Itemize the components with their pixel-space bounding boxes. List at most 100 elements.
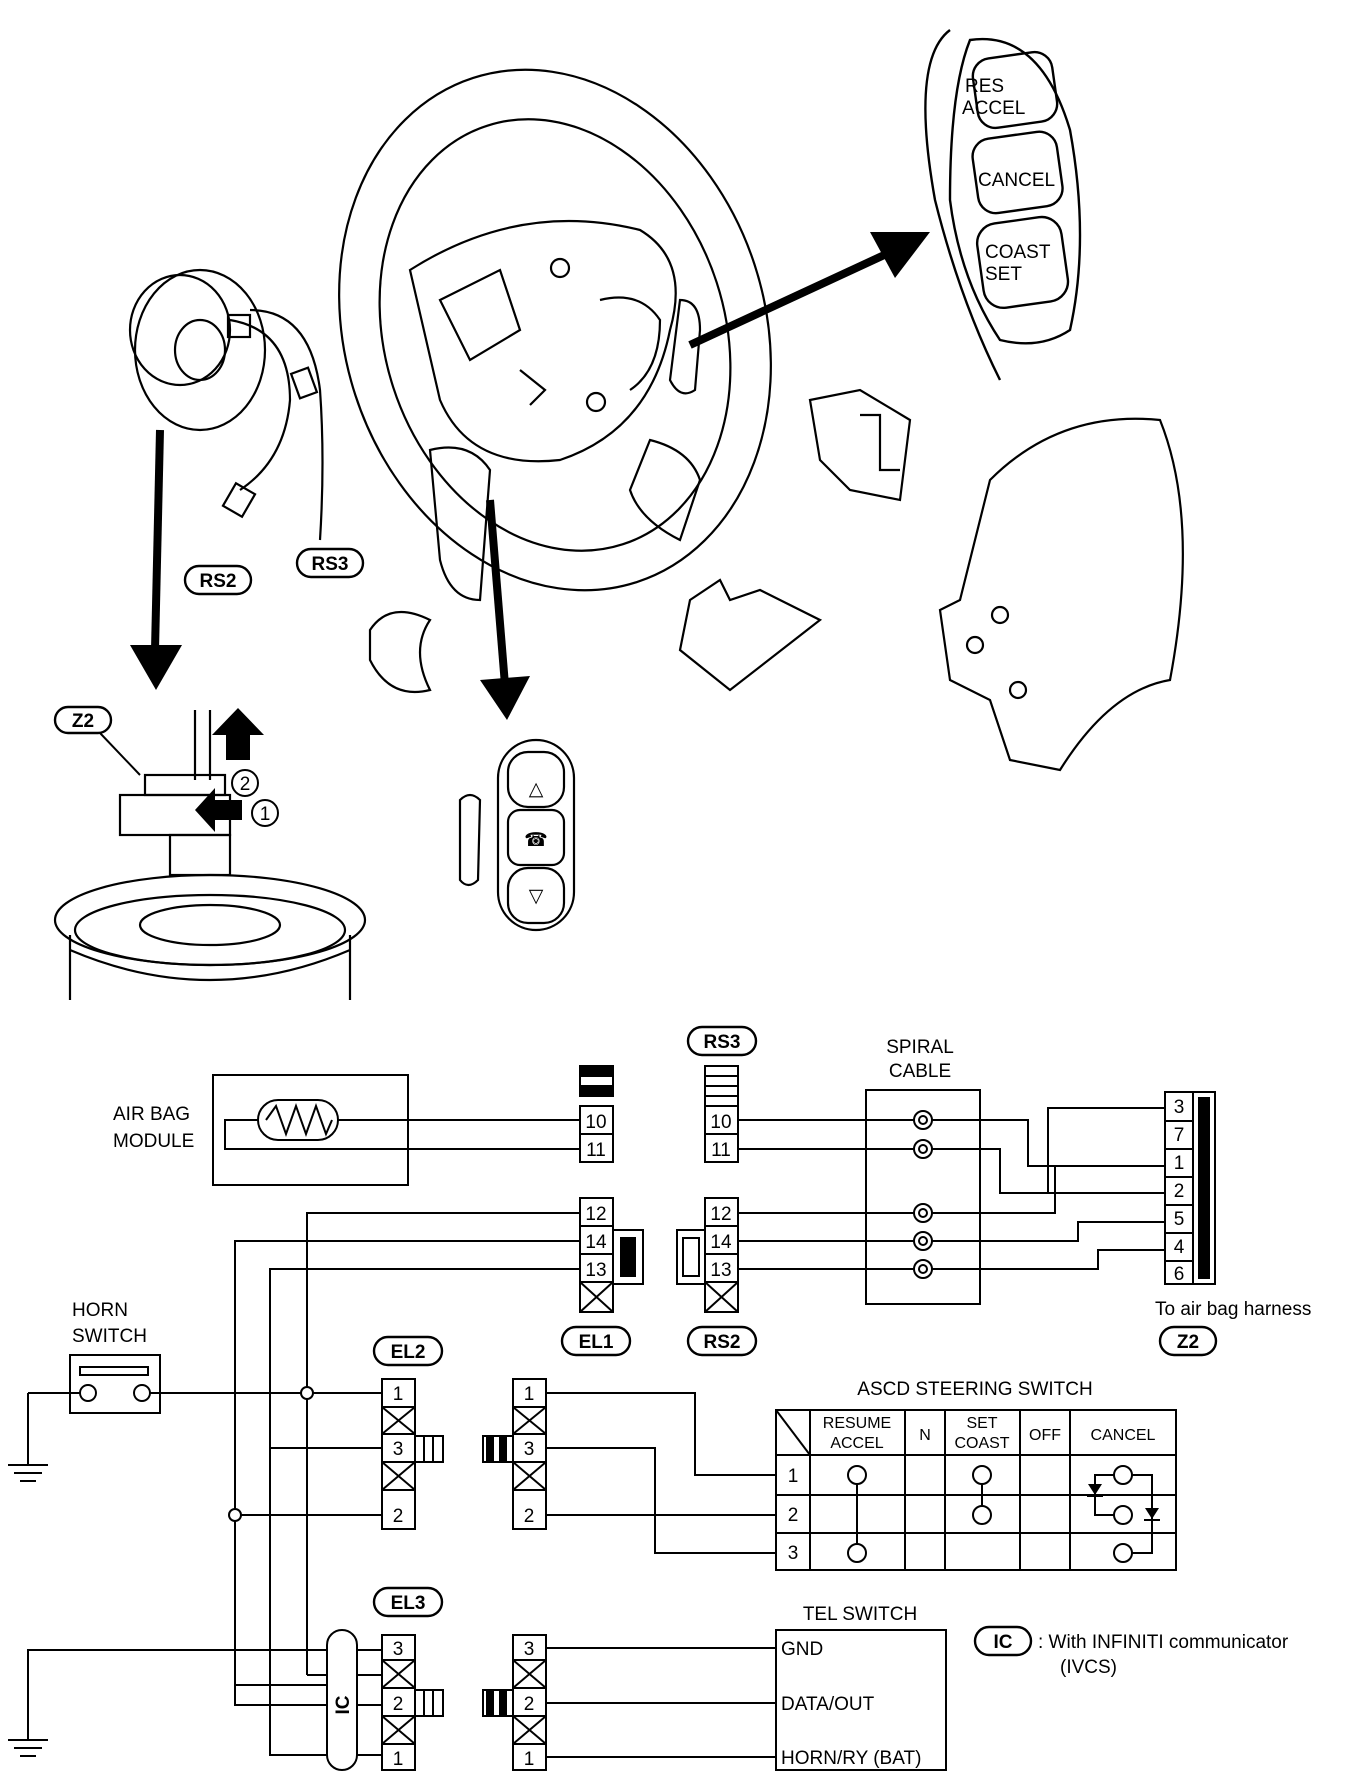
connector-removal-illustration [53, 710, 367, 1000]
pin-el3m-3: 3 [524, 1639, 535, 1660]
air-bag-label-2: MODULE [113, 1131, 194, 1152]
step1-circle [251, 799, 279, 827]
ascd-table-grid [775, 1409, 1177, 1571]
pin-left-11: 11 [586, 1140, 606, 1161]
rs2-callout [183, 564, 253, 596]
row-3: 3 [788, 1543, 799, 1564]
el3-tag [372, 1586, 444, 1618]
pin-el2-1: 1 [393, 1384, 404, 1405]
pin-el2m-1: 1 [524, 1384, 535, 1405]
rs3-callout-label: RS3 [312, 554, 349, 575]
air-bag-module-box [212, 1074, 409, 1186]
arrow-down-wheel-switch [480, 499, 530, 720]
rs2-tag-label: RS2 [704, 1332, 741, 1353]
pin-right-12: 12 [710, 1204, 731, 1225]
z2-leader [99, 732, 141, 776]
clock-spring-illustration [128, 268, 324, 541]
pin-el3-2: 2 [393, 1694, 404, 1715]
tel-switch-title: TEL SWITCH [803, 1604, 917, 1625]
up-icon: △ [529, 779, 544, 800]
el2-connector [381, 1378, 444, 1530]
pin-el2-3: 3 [393, 1439, 404, 1460]
pin-el3-3: 3 [393, 1639, 404, 1660]
el2-mating-connector [482, 1378, 547, 1530]
z2-tag-label: Z2 [1177, 1332, 1199, 1353]
step1-label: 1 [260, 804, 271, 825]
col-n: N [919, 1427, 931, 1444]
pin-el3m-1: 1 [524, 1749, 535, 1770]
right-connector-stack [676, 1065, 739, 1313]
rs2-callout-label: RS2 [200, 571, 237, 592]
col-coast: COAST [954, 1435, 1009, 1452]
pin-z2-6: 6 [1174, 1264, 1185, 1285]
z2-connector [1164, 1091, 1216, 1285]
ic-legend-tag-label: IC [994, 1632, 1013, 1653]
horn-switch-symbol [8, 1354, 382, 1482]
el3-mating-connector [482, 1634, 547, 1771]
pin-right-10: 10 [710, 1112, 731, 1133]
pin-z2-1: 1 [1174, 1153, 1185, 1174]
col-set: SET [966, 1415, 997, 1432]
spiral-cable-coils [913, 1110, 933, 1279]
tel-data-out-label: DATA/OUT [781, 1694, 875, 1715]
air-bag-wires [224, 1119, 580, 1150]
tel-horn-ry-label: HORN/RY (BAT) [781, 1748, 921, 1769]
pin-right-13: 13 [710, 1260, 731, 1281]
harness-wires [234, 1212, 580, 1686]
pin-left-13: 13 [585, 1260, 606, 1281]
col-off: OFF [1029, 1427, 1061, 1444]
to-air-bag-harness-label: To air bag harness [1155, 1299, 1311, 1320]
pin-left-14: 14 [585, 1232, 607, 1253]
ic-band [326, 1629, 358, 1771]
step2-label: 2 [240, 774, 251, 795]
rs3-callout [295, 547, 365, 579]
set-label: SET [985, 264, 1022, 285]
pin-right-11: 11 [711, 1140, 731, 1161]
air-bag-label-1: AIR BAG [113, 1104, 190, 1125]
horn-switch-label-2: SWITCH [72, 1326, 147, 1347]
wheel-switch-pad-illustration [458, 738, 576, 932]
z2-tag [1158, 1325, 1218, 1357]
el1-tag [560, 1325, 632, 1357]
ic-legend-note-1: : With INFINITI communicator [1038, 1632, 1289, 1653]
z2-callout-label: Z2 [72, 711, 94, 732]
pin-z2-4: 4 [1174, 1237, 1185, 1258]
tel-switch-wires [546, 1647, 776, 1758]
col-cancel: CANCEL [1091, 1427, 1156, 1444]
ascd-switch-contacts [847, 1465, 1153, 1563]
spiral-cable-box [865, 1089, 981, 1305]
slide-arrow-left [195, 788, 242, 832]
diode-1 [1088, 1484, 1102, 1495]
spiral-cable-label-1: SPIRAL [886, 1037, 954, 1058]
rs3-tag-label: RS3 [704, 1032, 741, 1053]
steering-wheel-illustration [338, 68, 772, 602]
row-2: 2 [788, 1505, 799, 1526]
ic-legend-note-2: (IVCS) [1060, 1657, 1117, 1678]
junction-2 [228, 1508, 242, 1522]
ascd-title: ASCD STEERING SWITCH [857, 1379, 1092, 1400]
el1-tag-label: EL1 [579, 1332, 614, 1353]
pin-el3-1: 1 [393, 1749, 404, 1770]
spiral-to-z2-wires [932, 1107, 1165, 1270]
col-resume: RESUME [823, 1415, 891, 1432]
pin-el3m-2: 2 [524, 1694, 535, 1715]
row-1: 1 [788, 1466, 799, 1487]
horn-switch-label-1: HORN [72, 1300, 128, 1321]
step2-circle [231, 769, 259, 797]
tel-gnd-label: GND [781, 1639, 823, 1660]
cancel-label: CANCEL [978, 170, 1055, 191]
pin-z2-2: 2 [1174, 1181, 1185, 1202]
diode-2 [1145, 1508, 1159, 1519]
col-accel: ACCEL [830, 1435, 883, 1452]
small-parts-illustration [368, 388, 1184, 772]
switch-cover-detail [924, 29, 1082, 381]
rs-to-spiral-wires [738, 1119, 914, 1270]
el2-tag-label: EL2 [391, 1342, 426, 1363]
pin-z2-5: 5 [1174, 1209, 1185, 1230]
tel-switch-box [775, 1629, 947, 1771]
pin-z2-7: 7 [1174, 1125, 1185, 1146]
pin-el2m-3: 3 [524, 1439, 535, 1460]
pin-el2-2: 2 [393, 1506, 404, 1527]
arrow-to-switch-detail [688, 232, 930, 349]
